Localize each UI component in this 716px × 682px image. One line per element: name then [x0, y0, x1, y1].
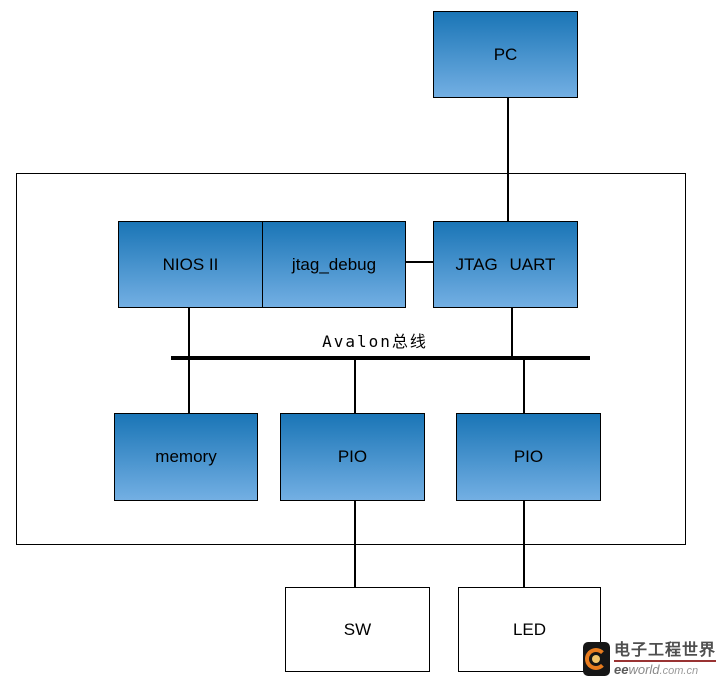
node-jtag-debug-label: jtag_debug: [291, 254, 377, 274]
node-nios2: NIOS II: [118, 221, 263, 308]
eeworld-logo-icon: [583, 642, 610, 676]
connector-nios2-to-bus: [188, 308, 190, 357]
connector-pc-to-jtag-uart: [507, 98, 509, 222]
watermark-site-name: 电子工程世界: [614, 642, 716, 662]
connector-jtag-uart-to-bus: [511, 308, 513, 357]
node-jtag-uart-label: JTAG UART: [455, 254, 556, 274]
watermark-site-url: eeworld.com.cn: [614, 662, 716, 679]
eeworld-logo-dot: [592, 655, 600, 663]
connector-bus-to-pio-led: [523, 360, 525, 413]
node-led: LED: [458, 587, 601, 672]
connector-pio-to-sw: [354, 501, 356, 588]
node-sw-label: SW: [343, 619, 372, 639]
node-led-label: LED: [512, 619, 547, 639]
connector-pio-to-led: [523, 501, 525, 588]
node-jtag-debug: jtag_debug: [262, 221, 406, 308]
watermark-url-suffix: .com.cn: [659, 665, 699, 677]
node-sw: SW: [285, 587, 430, 672]
eeworld-logo-ring: [585, 648, 607, 670]
connector-jtag-debug-to-uart: [406, 261, 433, 263]
node-nios2-label: NIOS II: [162, 254, 219, 274]
node-pio-sw-label: PIO: [337, 447, 368, 466]
node-memory-label: memory: [155, 447, 217, 466]
avalon-bus-line: [171, 356, 590, 360]
node-pc-label: PC: [493, 44, 518, 64]
eeworld-watermark: 电子工程世界 eeworld.com.cn: [583, 642, 716, 679]
node-memory: memory: [114, 413, 258, 501]
watermark-url-main: world: [628, 662, 660, 677]
connector-bus-to-pio-sw: [354, 360, 356, 413]
node-pc: PC: [433, 11, 578, 98]
avalon-bus-label: Avalon总线: [322, 332, 428, 351]
connector-bus-to-memory: [188, 360, 190, 413]
node-pio-led-label: PIO: [513, 447, 544, 466]
node-pio-led: PIO: [456, 413, 601, 501]
node-jtag-uart: JTAG UART: [433, 221, 578, 308]
eeworld-watermark-text: 电子工程世界 eeworld.com.cn: [614, 642, 716, 679]
watermark-url-bold: ee: [614, 662, 629, 677]
sopc-system-boundary-box: [16, 173, 686, 545]
node-pio-sw: PIO: [280, 413, 425, 501]
